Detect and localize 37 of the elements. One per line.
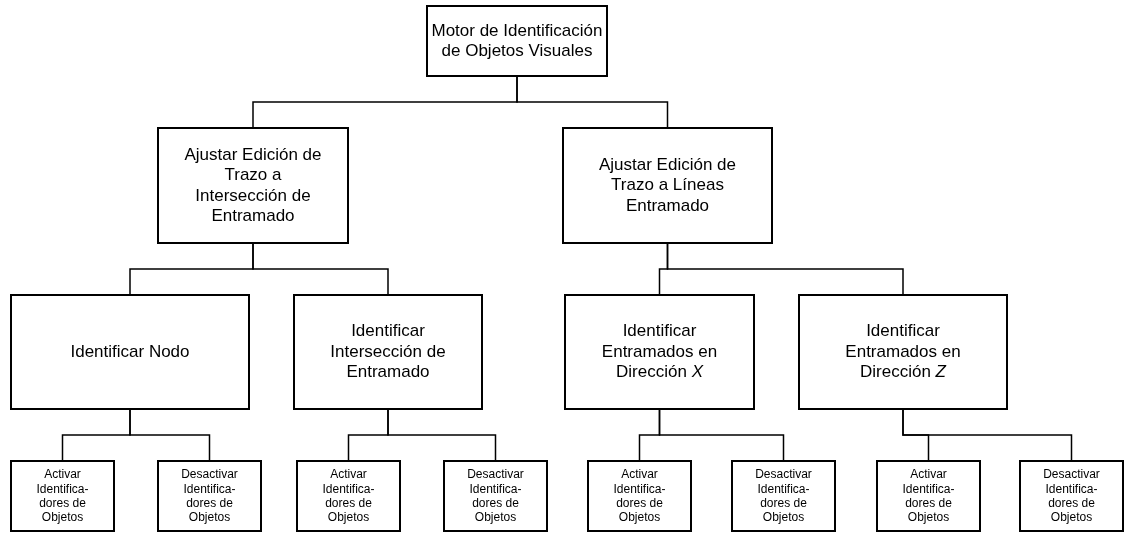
process-box (426, 5, 608, 77)
box-label: Ajustar Edición de Trazo a Intersección de Entramado (183, 144, 323, 227)
box-label: Activar Identifica-dores de Objetos (612, 467, 667, 525)
process-box (876, 460, 981, 532)
process-box (10, 294, 250, 410)
connector-line (516, 76, 669, 128)
connector-line (252, 243, 389, 295)
process-box (296, 460, 401, 532)
box-label: Desactivar Identifica-dores de Objetos (466, 467, 525, 525)
connector-line (387, 409, 497, 461)
connector-line (902, 409, 1073, 461)
process-box (157, 127, 349, 244)
process-box (10, 460, 115, 532)
box-label: Desactivar Identifica-dores de Objetos (180, 467, 239, 525)
process-box (1019, 460, 1124, 532)
box-label: Identificar Intersección de Entramado (329, 321, 447, 383)
process-box (157, 460, 262, 532)
box-label: Activar Identifica-dores de Objetos (321, 467, 376, 525)
box-label: Identificar Nodo (69, 341, 191, 363)
connector-line (666, 243, 904, 295)
process-box (798, 294, 1008, 410)
box-label: Activar Identifica-dores de Objetos (901, 467, 956, 525)
connector-line (129, 409, 211, 461)
box-label: Motor de Identificación de Objetos Visuales (430, 20, 604, 62)
box-label: Ajustar Edición de Trazo a Líneas Entramado (598, 154, 737, 217)
box-label: Desactivar Identifica-dores de Objetos (754, 467, 813, 525)
process-box (293, 294, 483, 410)
box-label: Activar Identifica-dores de Objetos (35, 467, 90, 525)
process-box (731, 460, 836, 532)
box-label: Desactivar Identifica-dores de Objetos (1042, 467, 1101, 525)
process-box (564, 294, 755, 410)
box-label: Identificar Entramados en Dirección Z (844, 321, 962, 383)
process-box (562, 127, 773, 244)
process-box (587, 460, 692, 532)
box-label: Identificar Entramados en Dirección X (600, 321, 719, 383)
process-box (443, 460, 548, 532)
connector-line (658, 409, 785, 461)
